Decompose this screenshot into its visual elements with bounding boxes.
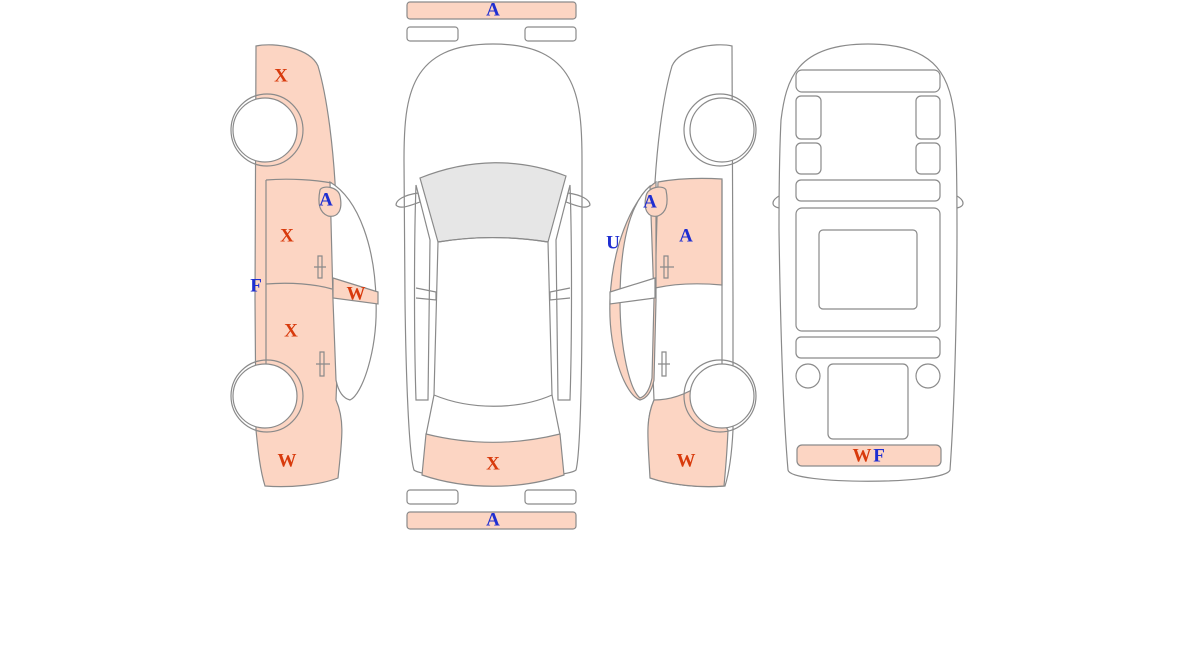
left-rear-wheel-arch bbox=[230, 359, 304, 433]
left-mirror-shape[interactable] bbox=[318, 186, 342, 217]
right-rear-wheel bbox=[689, 363, 755, 429]
right-window-strip bbox=[609, 277, 656, 305]
left-speaker bbox=[795, 363, 821, 389]
front-right-seat-base bbox=[915, 142, 941, 175]
left-rear-wheel bbox=[232, 363, 298, 429]
right-side-glass bbox=[555, 184, 573, 401]
right-rear-wheel-arch bbox=[683, 359, 757, 433]
code-left-mirror[interactable]: A bbox=[319, 190, 333, 211]
rear-shelf bbox=[795, 336, 941, 359]
right-rear-handle bbox=[658, 351, 670, 377]
left-front-wheel-arch bbox=[230, 93, 304, 167]
code-right-front-pillar[interactable]: U bbox=[606, 233, 620, 254]
rear-seat-area bbox=[795, 207, 941, 332]
right-mirror-top bbox=[565, 192, 591, 208]
front-right-seat bbox=[915, 95, 941, 140]
front-left-seat-base bbox=[795, 142, 822, 175]
rear-seat-cushion bbox=[818, 229, 918, 310]
left-front-wheel bbox=[232, 97, 298, 163]
interior-body-outline bbox=[778, 43, 958, 482]
code-right-front-door[interactable]: A bbox=[679, 226, 693, 247]
right-front-wheel bbox=[689, 97, 755, 163]
rear-bumper-panel[interactable] bbox=[406, 511, 577, 530]
windshield[interactable] bbox=[419, 162, 567, 243]
code-left-rear-window[interactable]: W bbox=[347, 284, 366, 305]
rear-plate-right bbox=[524, 489, 577, 505]
right-speaker bbox=[915, 363, 941, 389]
console-bar bbox=[795, 179, 941, 202]
top-view bbox=[395, 1, 591, 530]
rear-trim-panel[interactable] bbox=[796, 444, 942, 467]
rear-hood-panel[interactable] bbox=[421, 433, 565, 487]
code-rear-bumper[interactable]: A bbox=[486, 510, 500, 531]
code-left-front-fender[interactable]: X bbox=[274, 66, 288, 87]
code-left-front-door[interactable]: X bbox=[280, 226, 294, 247]
right-front-wheel-arch bbox=[683, 93, 757, 167]
trunk-box bbox=[827, 363, 909, 440]
front-bumper-panel[interactable] bbox=[406, 1, 577, 20]
right-b-pillar bbox=[549, 287, 571, 301]
front-plate-right bbox=[524, 26, 577, 42]
left-rear-handle bbox=[316, 351, 330, 377]
interior-right-mirror bbox=[956, 195, 964, 209]
code-rear-hood[interactable]: X bbox=[486, 454, 500, 475]
interior-left-mirror bbox=[772, 195, 780, 209]
damage-codes: A A X X X X A F W W A A U W W F bbox=[250, 0, 885, 531]
right-front-handle bbox=[660, 255, 674, 279]
front-left-seat bbox=[795, 95, 822, 140]
right-side-view bbox=[609, 44, 757, 488]
code-rear-panel-w[interactable]: W bbox=[853, 446, 872, 467]
left-mirror-top bbox=[395, 192, 421, 208]
dashboard bbox=[795, 69, 941, 93]
code-right-rear-quarter[interactable]: W bbox=[677, 451, 696, 472]
left-front-handle bbox=[314, 255, 326, 279]
left-b-pillar bbox=[415, 287, 437, 301]
top-body-outline bbox=[403, 43, 583, 479]
code-left-pillar[interactable]: F bbox=[250, 276, 262, 297]
rear-glass-line bbox=[425, 394, 561, 436]
left-side-view bbox=[230, 44, 379, 488]
left-rear-window-panel[interactable] bbox=[332, 277, 379, 305]
rear-plate-left bbox=[406, 489, 459, 505]
code-rear-panel-f[interactable]: F bbox=[873, 446, 885, 467]
interior-view bbox=[772, 43, 964, 482]
right-mirror-shape[interactable] bbox=[644, 186, 668, 217]
cabin-roof bbox=[433, 236, 553, 407]
code-left-rear-door[interactable]: X bbox=[284, 321, 298, 342]
left-side-glass bbox=[413, 184, 431, 401]
code-left-rear-quarter[interactable]: W bbox=[278, 451, 297, 472]
code-right-mirror[interactable]: A bbox=[643, 192, 657, 213]
code-front-bumper[interactable]: A bbox=[486, 0, 500, 21]
front-plate-left bbox=[406, 26, 459, 42]
